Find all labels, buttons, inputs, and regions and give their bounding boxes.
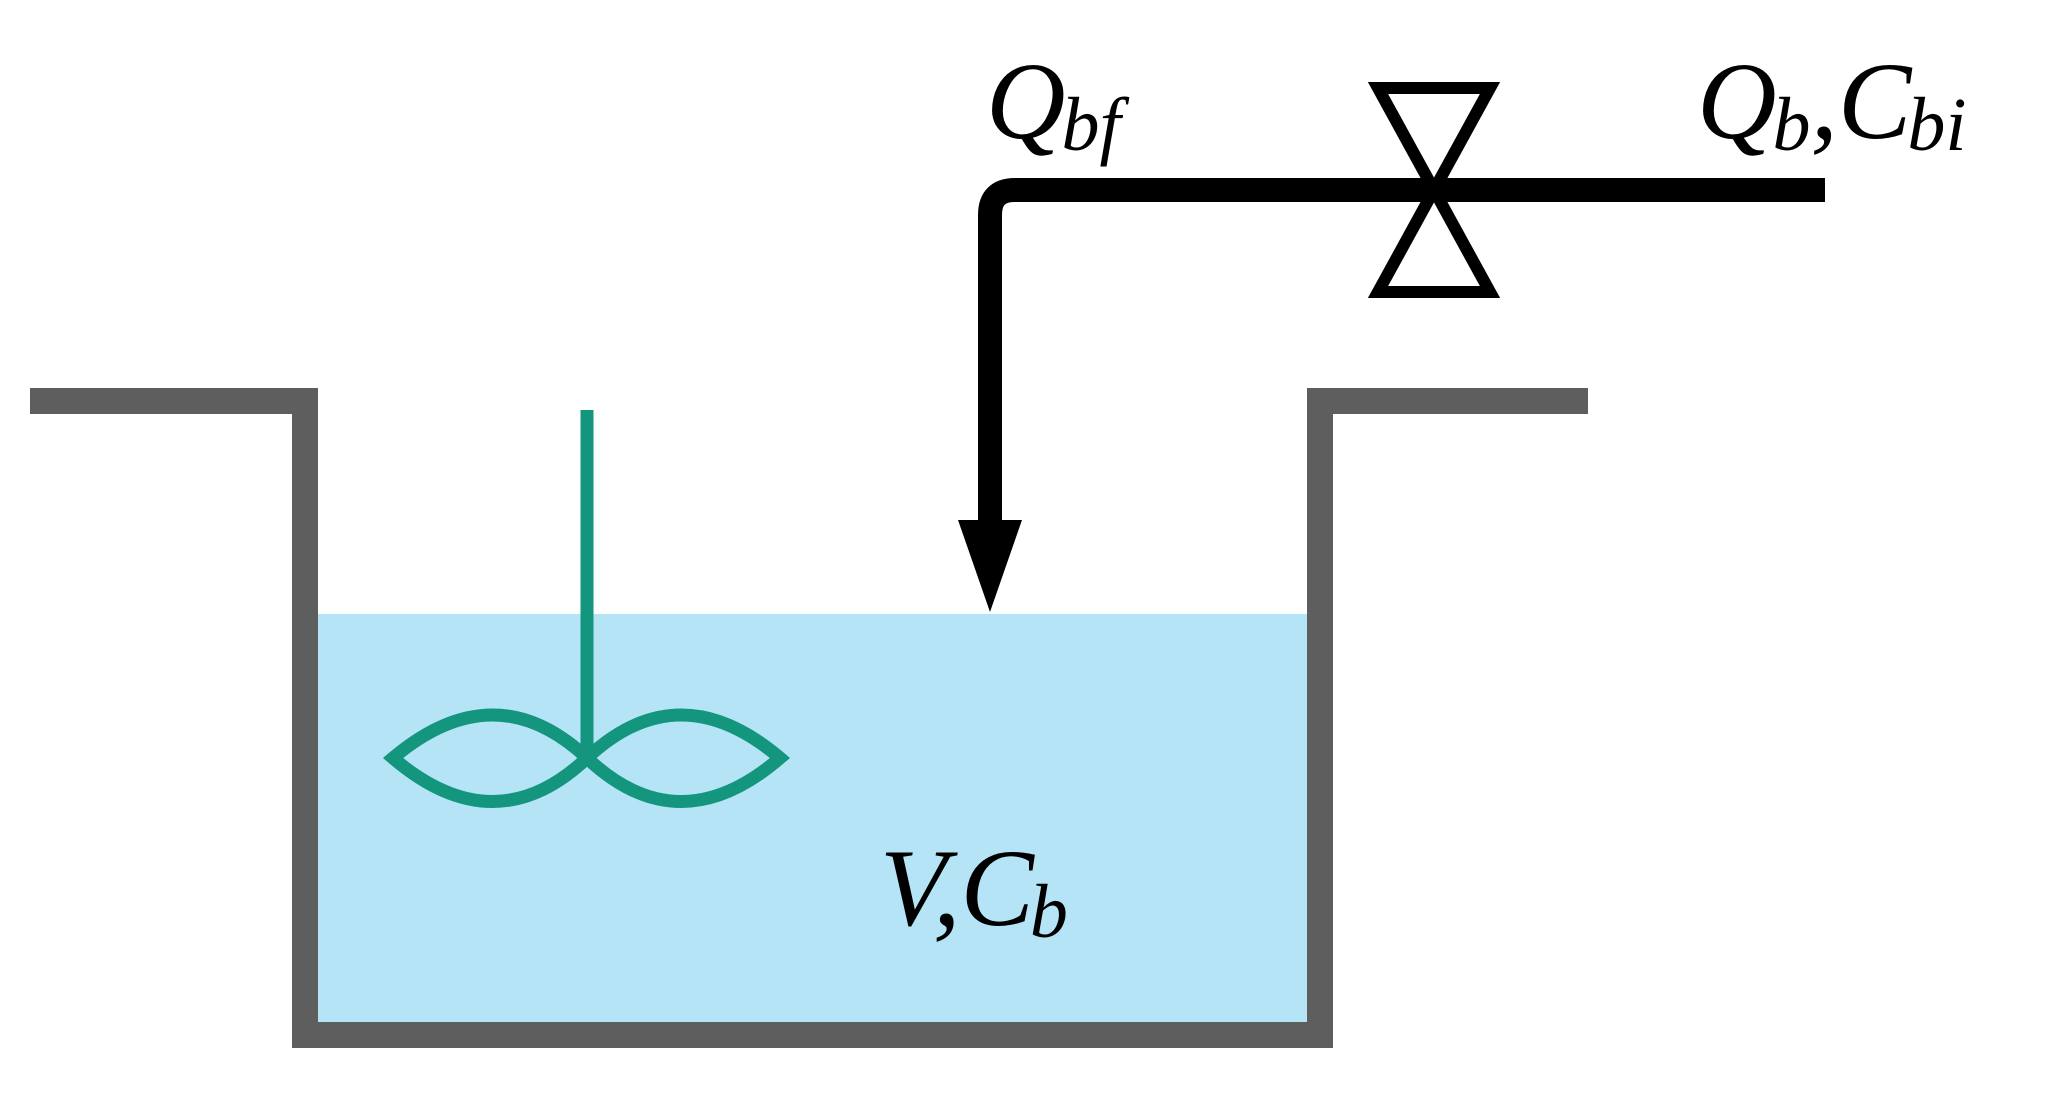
tank-concentration-symbol: C: [961, 827, 1036, 949]
agitator-blade-left: [382, 708, 597, 808]
valve-bottom-triangle: [1367, 177, 1501, 298]
inlet-flow-subscript: b: [1772, 83, 1810, 167]
tank-concentration-subscript: b: [1030, 870, 1068, 954]
inlet-concentration-subscript: bi: [1907, 83, 1966, 167]
tank-liquid: [318, 614, 1308, 1022]
inlet-separator: ,: [1810, 40, 1838, 162]
valve-top-triangle: [1367, 82, 1501, 203]
tank-wall: [30, 388, 1588, 1048]
agitator-blade-right: [577, 708, 790, 808]
inlet-label: Qb,Cbi: [1697, 40, 1966, 167]
feed-flow-subscript: bf: [1061, 83, 1129, 167]
tank-separator: ,: [933, 827, 961, 949]
feed-flow-symbol: Q: [986, 40, 1065, 162]
gate-valve-icon: [1367, 82, 1501, 298]
arrow-down-icon: [958, 520, 1022, 612]
tank-label: V,Cb: [880, 827, 1068, 954]
inlet-flow-symbol: Q: [1697, 40, 1776, 162]
feed-pipe: [978, 178, 1825, 530]
inlet-concentration-symbol: C: [1838, 40, 1913, 162]
feed-flow-label: Qbf: [986, 40, 1129, 167]
two-blade-impeller-icon: [382, 410, 790, 808]
